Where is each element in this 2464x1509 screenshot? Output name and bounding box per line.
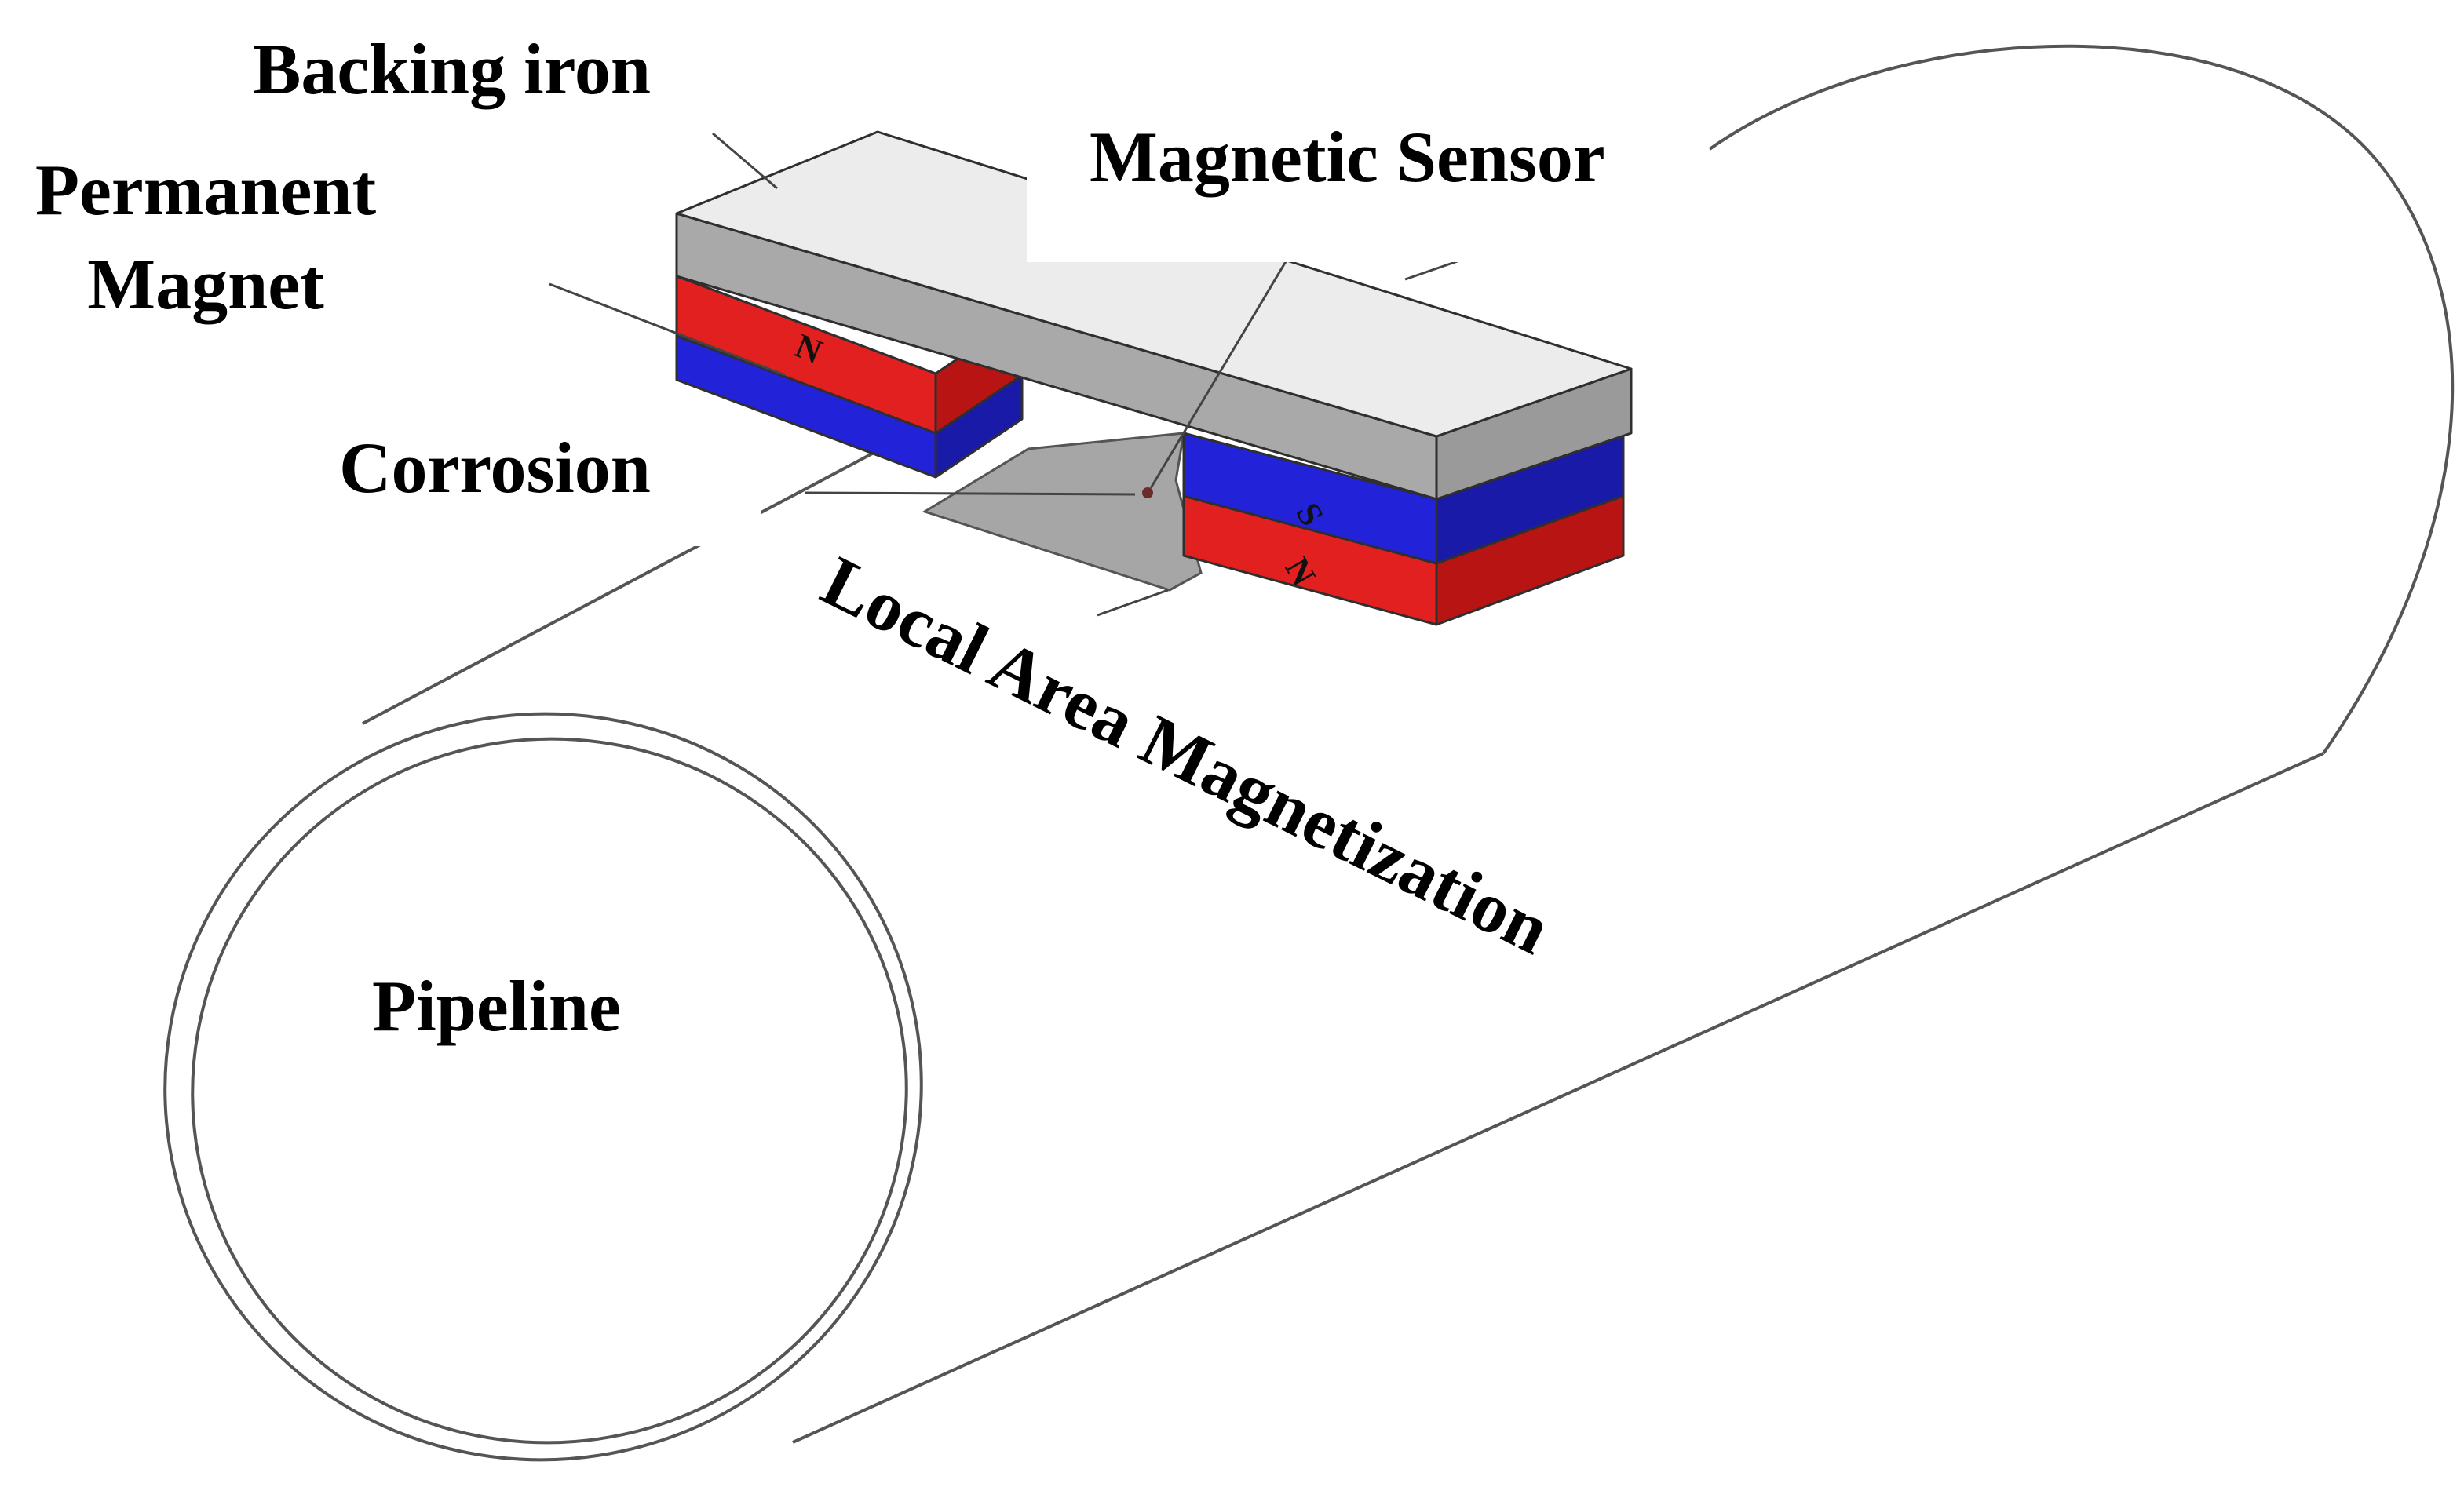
permanent-magnet-label-line2: Magnet: [87, 244, 324, 324]
pipeline-end-inner-rim: [191, 737, 908, 1445]
corrosion-point: [1142, 487, 1153, 498]
pipeline-label: Pipeline: [372, 966, 621, 1046]
corrosion-leader: [805, 491, 1136, 496]
permanent-magnet-leader: [549, 282, 786, 377]
backing-iron: [675, 130, 1633, 501]
magnetic-sensor-leader: [1149, 258, 1289, 489]
magnetizer: N S N: [675, 130, 1633, 626]
pipeline-far-end: [1708, 44, 2455, 755]
permanent-magnet-label: Permanent Magnet: [17, 143, 394, 331]
corrosion-patch: [922, 432, 1203, 592]
backing-iron-top: [675, 130, 1633, 438]
backing-iron-leader: [712, 132, 778, 190]
pipeline-end-outer-rim: [163, 712, 923, 1462]
backing-iron-label: Backing iron: [253, 28, 651, 111]
corrosion-label: Corrosion: [339, 427, 761, 546]
magnetization-leader: [1097, 589, 1169, 617]
leader-lines: [549, 132, 1492, 617]
magnetic-sensor-label: Magnetic Sensor: [1027, 116, 1660, 262]
permanent-magnet-label-line1: Permanent: [35, 150, 377, 230]
corrosion-area: [922, 432, 1203, 592]
pipeline-bottom-edge: [792, 752, 2324, 1444]
pipeline: [163, 44, 2455, 1462]
